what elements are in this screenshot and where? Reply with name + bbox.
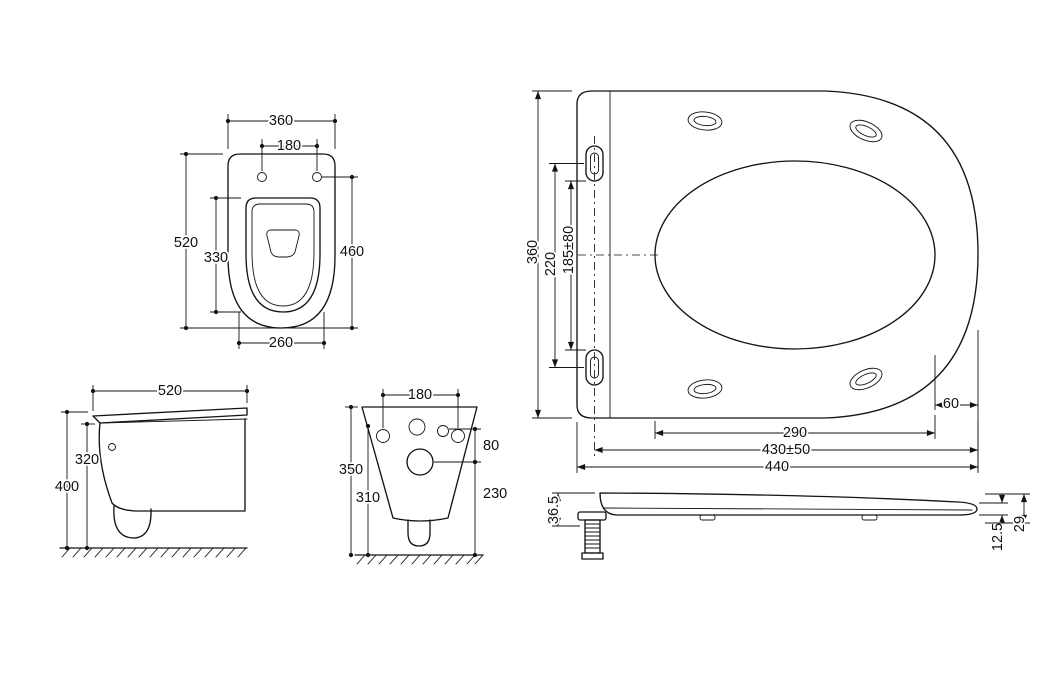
bowl-total-depth-label: 520	[174, 235, 198, 251]
dim-side-depth: 520	[90, 381, 250, 411]
hole-offset-label: 80	[483, 438, 499, 454]
seat-top-view: 360 220 185±80 60 290 430±50	[523, 90, 979, 477]
overall-height-label: 400	[55, 479, 79, 495]
dim-rear-inner-height: 310	[354, 423, 382, 558]
mounting-hole-right	[451, 429, 465, 443]
bumper-top-right	[849, 119, 883, 143]
dim-bolt-spacing: 180	[380, 385, 461, 428]
dim-seat-rear-total-height: 29	[985, 493, 1030, 534]
rear-outlet-outline	[407, 519, 431, 547]
dim-hinge-adjust: 185±80	[559, 180, 586, 351]
seat-side-view: 36.5 12.5 29	[544, 492, 1030, 560]
dim-seat-width: 360	[523, 90, 572, 419]
hinge-hole-spacing-label: 180	[277, 138, 301, 154]
dim-total-length: 440	[576, 422, 979, 477]
seat-opening-oval	[654, 160, 936, 350]
hinge-plate	[577, 511, 607, 521]
hinge-span-label: 220	[543, 252, 559, 276]
seat-rear-lid-height-label: 12.5	[990, 523, 1006, 551]
bumper-bottom-left	[687, 379, 723, 399]
dim-seat-rear-lid-height: 12.5	[979, 494, 1008, 553]
seat-rear-total-height-label: 29	[1012, 516, 1028, 532]
bowl-top-view: 360 180 520 330 460 260	[172, 111, 366, 353]
seat-bumper-right	[861, 514, 878, 521]
opening-depth-label: 330	[204, 250, 228, 266]
drain-hole	[406, 448, 434, 476]
bowl-outer-outline	[227, 153, 336, 329]
dim-seat-depth: 460	[287, 174, 366, 331]
dim-front-margin: 60	[934, 330, 979, 472]
hinge-hole-left	[257, 172, 267, 182]
seat-lid-split-line	[603, 507, 973, 511]
hinge-bolt	[581, 519, 604, 560]
drain-outline	[266, 229, 300, 258]
floor-hatching	[356, 554, 484, 565]
front-margin-label: 60	[943, 396, 959, 412]
dim-hinge-span: 220	[541, 163, 584, 368]
toilet-rear-view: 180 350 310 80 230	[337, 385, 509, 565]
dim-opening-depth: 330	[202, 195, 241, 315]
seat-width-label: 360	[525, 240, 541, 264]
rear-body-outline	[361, 406, 478, 522]
bowl-inner-rim	[251, 203, 315, 307]
rear-inner-height-label: 310	[356, 490, 380, 506]
body-profile	[98, 418, 246, 512]
bumper-bottom-right	[849, 367, 883, 391]
dim-opening-length: 290	[654, 415, 936, 443]
floor-hatching	[61, 547, 247, 558]
dim-bowl-total-depth: 520	[172, 151, 276, 331]
dim-mount-length: 430±50	[594, 440, 978, 460]
dim-hinge-hole-spacing: 180	[259, 136, 320, 171]
seat-bumper-left	[699, 514, 716, 521]
lid-profile	[92, 407, 248, 424]
seat-opening-outline	[245, 197, 321, 313]
dim-hole-offset: 80	[434, 426, 501, 465]
dim-seat-front-height: 36.5	[544, 492, 595, 527]
rear-overall-height-label: 350	[339, 462, 363, 478]
small-fixing-hole	[437, 425, 449, 437]
dim-under-height: 320	[73, 421, 101, 551]
toilet-side-view: 520 400 320	[53, 381, 250, 558]
hinge-hole-right	[312, 172, 322, 182]
bowl-outer-width-label: 360	[269, 113, 293, 129]
opening-length-label: 290	[783, 425, 807, 441]
bumper-top-left	[687, 111, 723, 131]
seat-side-profile	[599, 492, 978, 516]
seat-profile-line	[99, 418, 248, 424]
seat-front-height-label: 36.5	[546, 496, 562, 524]
trap-outlet-profile	[113, 505, 152, 539]
dim-lower-width: 260	[236, 312, 327, 353]
mounting-hole-left	[376, 429, 390, 443]
bolt-spacing-label: 180	[408, 387, 432, 403]
flush-inlet-hole	[408, 418, 426, 436]
outlet-height-label: 230	[483, 486, 507, 502]
dim-overall-height: 400	[53, 409, 88, 551]
mount-length-label: 430±50	[762, 442, 810, 458]
seat-depth-label: 460	[340, 244, 364, 260]
lower-width-label: 260	[269, 335, 293, 351]
total-length-label: 440	[765, 459, 789, 475]
seat-outer-outline	[576, 90, 979, 419]
side-fixing-point	[108, 443, 116, 451]
dim-rear-overall-height: 350	[337, 404, 365, 558]
under-height-label: 320	[75, 452, 99, 468]
dim-outlet-height: 230	[472, 459, 509, 558]
hinge-adjust-label: 185±80	[561, 226, 577, 274]
side-depth-label: 520	[158, 383, 182, 399]
dim-bowl-outer-width: 360	[225, 111, 338, 149]
